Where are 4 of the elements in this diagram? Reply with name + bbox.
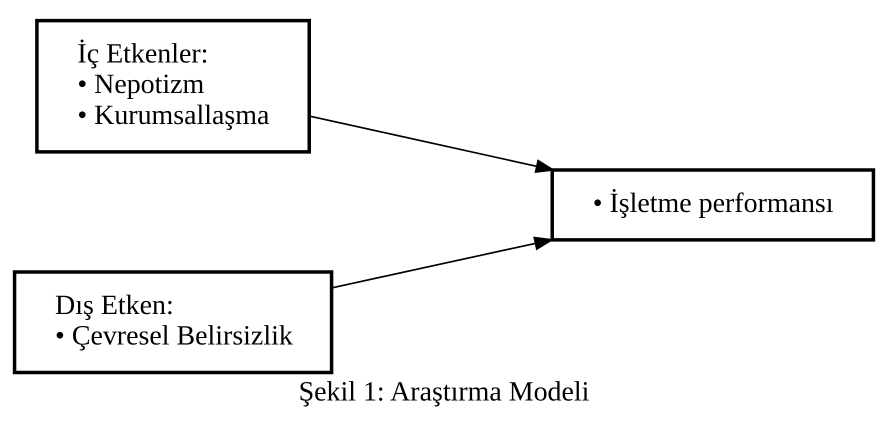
node-box: • İşletme performansı (550, 168, 876, 242)
caption: Şekil 1: Araştırma Modeli (298, 376, 590, 407)
node-box: Dış Etken: • Çevresel Belirsizlik (12, 270, 334, 374)
node-box: İç Etkenler: • Nepotizm • Kurumsallaşma (35, 18, 311, 154)
